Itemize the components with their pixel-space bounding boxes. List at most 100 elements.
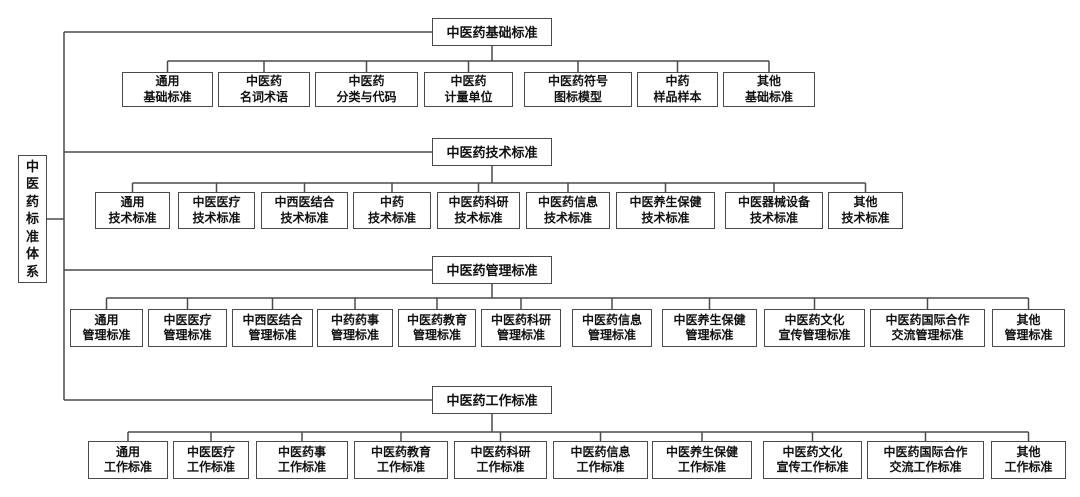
child-node: 其他 工作标准 xyxy=(991,441,1066,479)
child-node: 其他 基础标准 xyxy=(723,72,815,107)
child-label-line1: 中医药教育 xyxy=(406,312,467,327)
child-label-line1: 中医药科研 xyxy=(490,312,551,327)
child-node: 中医养生保健 技术标准 xyxy=(616,192,715,229)
child-label-line1: 通用 xyxy=(115,444,140,459)
child-label-line2: 工作标准 xyxy=(476,460,525,474)
child-node: 通用 工作标准 xyxy=(88,441,168,479)
child-node: 中医药文化 宣传管理标准 xyxy=(764,309,865,347)
child-label-line1: 中医医疗 xyxy=(192,195,241,209)
child-label-line1: 中医药国际合作 xyxy=(883,444,968,459)
child-label-line1: 中医养生保健 xyxy=(665,444,738,459)
child-label-line1: 中医药国际合作 xyxy=(885,312,970,327)
child-node: 中医药事 工作标准 xyxy=(256,441,348,479)
child-label-line2: 交流管理标准 xyxy=(891,328,964,342)
child-node: 中医药教育 工作标准 xyxy=(354,441,448,479)
child-label-line1: 其他 xyxy=(756,74,781,88)
child-node: 中医药信息 技术标准 xyxy=(526,192,610,229)
root-label: 中医药标准体系 xyxy=(25,158,39,279)
child-node: 中医养生保健 管理标准 xyxy=(662,309,757,347)
child-node: 中医药教育 管理标准 xyxy=(398,309,476,347)
child-node: 中西医结合 管理标准 xyxy=(232,309,313,347)
child-node: 中医药信息 管理标准 xyxy=(572,309,652,347)
child-label-line1: 中医器械设备 xyxy=(737,195,810,209)
child-label-line1: 其他 xyxy=(1016,312,1041,327)
child-node: 通用 管理标准 xyxy=(70,309,143,347)
child-node: 中药 技术标准 xyxy=(353,192,431,229)
child-label-line1: 中医医疗 xyxy=(186,444,235,459)
child-label-line1: 通用 xyxy=(155,74,180,88)
child-label-line2: 管理标准 xyxy=(1004,328,1053,342)
child-node: 其他 技术标准 xyxy=(828,192,903,229)
child-node: 通用 技术标准 xyxy=(95,192,170,229)
child-label-line2: 基础标准 xyxy=(143,89,192,104)
child-label-line1: 中药 xyxy=(665,74,690,88)
child-label-line1: 中医药事 xyxy=(277,444,326,459)
child-label-line1: 中医药文化 xyxy=(784,312,845,327)
child-node: 中医药文化 宣传工作标准 xyxy=(763,441,862,479)
child-label-line2: 管理标准 xyxy=(587,328,636,342)
child-label-line1: 中药药事 xyxy=(330,312,379,327)
child-node: 中医药科研 技术标准 xyxy=(437,192,520,229)
child-label-line2: 管理标准 xyxy=(496,328,545,342)
child-label-line1: 中医药文化 xyxy=(782,444,843,459)
child-label-line1: 通用 xyxy=(120,195,145,209)
child-label-line1: 中西医结合 xyxy=(242,312,303,327)
child-label-line1: 中医药 xyxy=(450,74,487,88)
child-label-line1: 中医药教育 xyxy=(370,444,431,459)
child-label-line2: 技术标准 xyxy=(367,210,416,225)
child-label-line2: 技术标准 xyxy=(543,210,592,225)
child-label-line1: 其他 xyxy=(853,195,878,209)
branch-label: 中医药管理标准 xyxy=(446,262,538,278)
child-label-line2: 交流工作标准 xyxy=(889,460,962,474)
branch-label: 中医药工作标准 xyxy=(446,392,538,408)
child-node: 中医器械设备 技术标准 xyxy=(725,192,823,229)
child-node: 中医医疗 管理标准 xyxy=(148,309,227,347)
branch-label: 中医药技术标准 xyxy=(446,144,538,160)
child-label-line1: 中医药信息 xyxy=(570,444,631,459)
branch-node: 中医药管理标准 xyxy=(432,256,552,284)
child-label-line2: 管理标准 xyxy=(685,328,734,342)
child-node: 中医药 分类与代码 xyxy=(315,72,418,107)
child-label-line1: 中医药信息 xyxy=(581,312,642,327)
child-node: 中医药科研 管理标准 xyxy=(481,309,561,347)
child-label-line2: 技术标准 xyxy=(641,210,690,225)
child-label-line2: 名词术语 xyxy=(239,89,288,104)
child-label-line2: 技术标准 xyxy=(749,210,798,225)
child-label-line1: 其他 xyxy=(1016,444,1041,459)
child-node: 中医医疗 技术标准 xyxy=(178,192,255,229)
child-label-line2: 管理标准 xyxy=(248,328,297,342)
child-label-line1: 中医养生保健 xyxy=(629,195,702,209)
child-node: 中医医疗 工作标准 xyxy=(173,441,249,479)
child-label-line2: 管理标准 xyxy=(412,328,461,342)
child-label-line1: 通用 xyxy=(94,312,119,327)
child-node: 中西医结合 技术标准 xyxy=(261,192,348,229)
child-label-line2: 管理标准 xyxy=(82,328,131,342)
child-label-line1: 中医养生保健 xyxy=(673,312,746,327)
child-label-line2: 工作标准 xyxy=(677,460,726,474)
child-label-line2: 宣传工作标准 xyxy=(776,460,849,474)
child-label-line1: 中药 xyxy=(379,195,404,209)
branch-node: 中医药基础标准 xyxy=(432,18,552,46)
child-label-line1: 中医药 xyxy=(245,74,282,88)
child-label-line1: 中西医结合 xyxy=(274,195,335,209)
child-node: 其他 管理标准 xyxy=(992,309,1065,347)
child-node: 中医药 计量单位 xyxy=(424,72,513,107)
child-node: 中医药信息 工作标准 xyxy=(553,441,648,479)
child-label-line2: 工作标准 xyxy=(1004,460,1053,474)
child-label-line2: 工作标准 xyxy=(277,460,326,474)
child-node: 中医药符号 图标模型 xyxy=(524,72,632,107)
child-label-line1: 中医药科研 xyxy=(470,444,531,459)
child-label-line2: 计量单位 xyxy=(444,89,493,104)
child-label-line2: 技术标准 xyxy=(841,210,890,225)
child-node: 中医药国际合作 交流工作标准 xyxy=(867,441,984,479)
child-node: 中医养生保健 工作标准 xyxy=(652,441,752,479)
child-node: 中医药科研 工作标准 xyxy=(454,441,547,479)
child-label-line1: 中医药 xyxy=(348,74,385,88)
child-label-line2: 工作标准 xyxy=(376,460,425,474)
child-label-line1: 中医药科研 xyxy=(448,195,509,209)
child-label-line2: 管理标准 xyxy=(163,328,212,342)
child-label-line1: 中医医疗 xyxy=(163,312,212,327)
child-label-line2: 工作标准 xyxy=(576,460,625,474)
